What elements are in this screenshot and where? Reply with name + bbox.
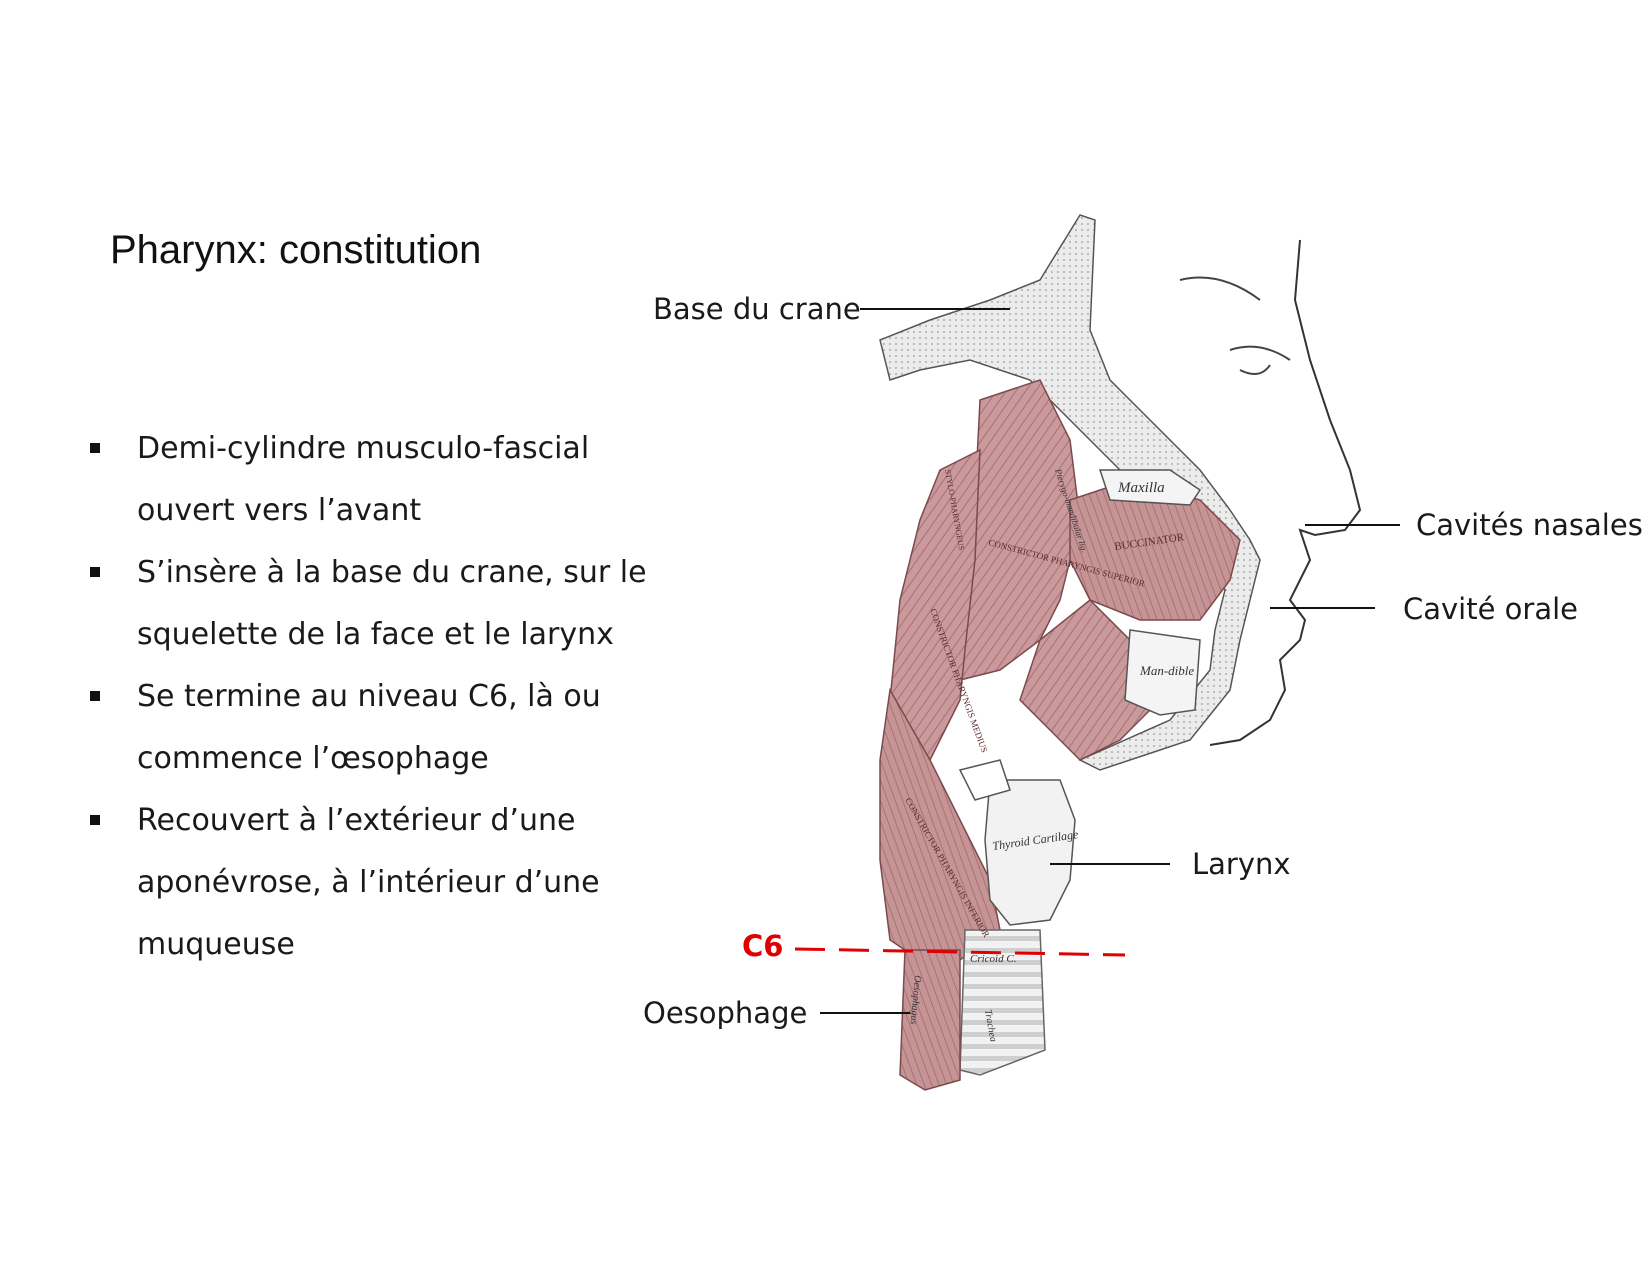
brow-sketch [1179,276,1261,301]
bullet-text: Demi-cylindre musculo-fascial ouvert ver… [137,431,590,528]
mandible-bone [1124,629,1201,716]
engraving-oesophagus: Oesophagus [908,975,923,1025]
label-oesophage: Oesophage [643,996,808,1030]
bullet-text: Recouvert à l’extérieur d’une aponévrose… [137,803,600,962]
engraving-cricoid: Cricoid C. [970,953,1016,965]
oesophagus-tube [899,949,961,1091]
trachea [959,929,1046,1076]
pterygo-mandibular-region [1019,598,1161,761]
thyroid-cartilage [984,779,1076,926]
label-base-crane: Base du crane [653,292,861,326]
bullet-marker-icon [90,567,100,577]
bullet-item: Se termine au niveau C6, là ou commence … [90,666,690,790]
label-cavites-nasales: Cavités nasales [1416,508,1643,542]
bullet-item: Recouvert à l’extérieur d’une aponévrose… [90,790,690,976]
bullet-list: Demi-cylindre musculo-fascial ouvert ver… [90,418,690,976]
label-cavite-orale: Cavité orale [1403,592,1579,626]
bullet-text: Se termine au niveau C6, là ou commence … [137,679,601,776]
engraving-maxilla: Maxilla [1117,480,1165,496]
hyoid-bone [958,759,1011,801]
skull-base-bone [879,214,1261,771]
bullet-marker-icon [90,815,100,825]
bullet-marker-icon [90,443,100,453]
label-c6: C6 [742,929,784,963]
face-profile [1209,239,1362,746]
label-larynx: Larynx [1192,847,1291,881]
bullet-marker-icon [90,691,100,701]
bullet-item: S’insère à la base du crane, sur le sque… [90,542,690,666]
bullet-item: Demi-cylindre musculo-fascial ouvert ver… [90,418,690,542]
bullet-text: S’insère à la base du crane, sur le sque… [137,555,647,652]
engraving-mandible: Man-dible [1139,663,1194,678]
eye-sketch [1229,345,1291,375]
maxilla-bone [1098,469,1202,506]
c6-dashed-line [794,947,1126,957]
slide-title: Pharynx: constitution [110,228,482,272]
